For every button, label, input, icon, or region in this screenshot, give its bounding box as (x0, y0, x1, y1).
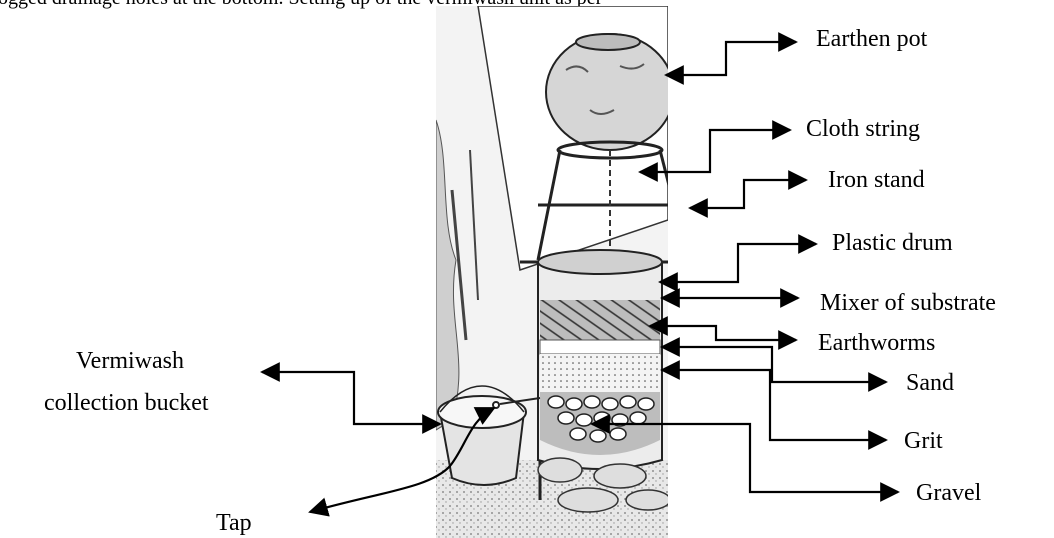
label-iron-stand: Iron stand (828, 167, 925, 193)
label-mixer-of-substrate: Mixer of substrate (820, 290, 996, 316)
label-earthen-pot: Earthen pot (816, 26, 928, 52)
plastic-drum-shape (538, 250, 662, 469)
label-cloth-string: Cloth string (806, 116, 920, 142)
arrow-vermiwash-bucket (262, 372, 440, 424)
arrow-plastic-drum (660, 244, 816, 282)
label-grit: Grit (904, 428, 943, 454)
arrow-grit (662, 370, 886, 440)
arrow-iron-stand (690, 180, 806, 208)
arrow-earthworms (650, 326, 796, 340)
label-earthworms: Earthworms (818, 330, 935, 356)
label-gravel: Gravel (916, 480, 982, 506)
photo-sketch (436, 6, 708, 538)
arrow-earthen-pot (666, 42, 796, 75)
collection-bucket-shape (438, 386, 526, 485)
label-vermiwash-line2: collection bucket (44, 390, 209, 416)
label-plastic-drum: Plastic drum (832, 230, 953, 256)
label-tap: Tap (216, 510, 252, 536)
label-sand: Sand (906, 370, 954, 396)
earthen-pot-shape (546, 34, 674, 150)
label-vermiwash-line1: Vermiwash (76, 348, 184, 374)
